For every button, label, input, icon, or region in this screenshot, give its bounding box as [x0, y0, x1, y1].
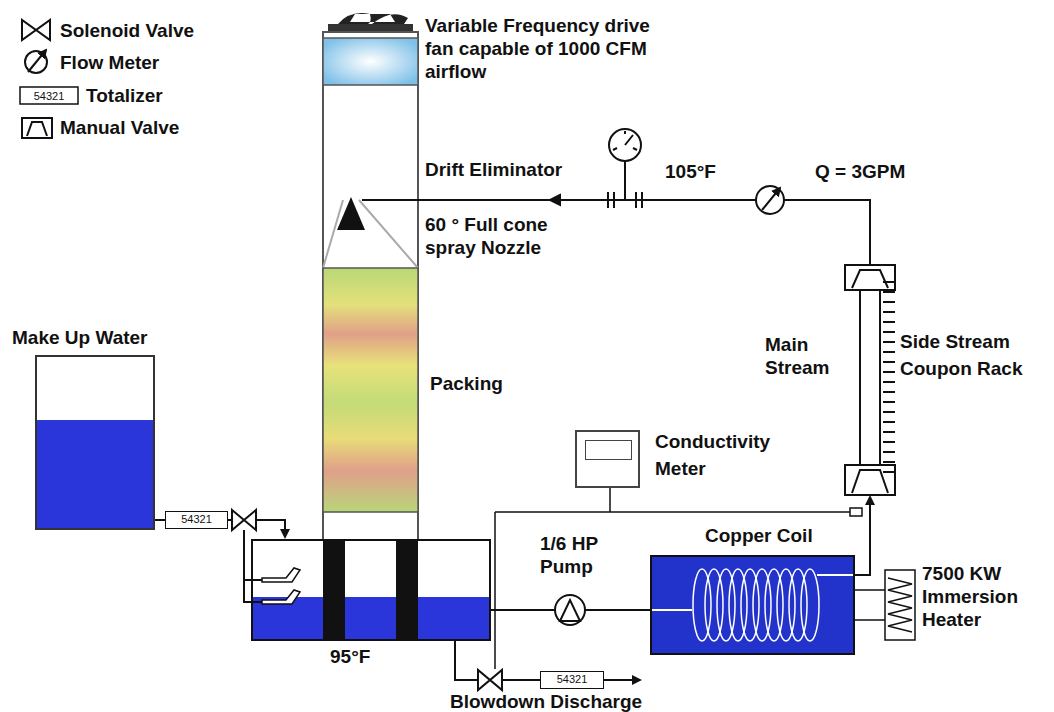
totalizer-digits: 54321 [166, 512, 227, 527]
coil-windings [652, 557, 853, 653]
coupon-tick [883, 301, 895, 303]
label: 105°F [665, 160, 716, 183]
tower-shell [323, 32, 418, 540]
label: Variable Frequency drive fan capable of … [425, 14, 660, 83]
pump-pipe [490, 595, 650, 625]
label: Drift Eliminator [425, 158, 562, 181]
coil-lead [652, 609, 692, 611]
label: 95°F [330, 645, 370, 668]
flowmeter-symbol [25, 50, 47, 73]
coupon-tick [883, 411, 895, 413]
coupon-ticks [883, 282, 895, 472]
control-wire [495, 488, 862, 669]
coupon-tick [883, 351, 895, 353]
label: Coupon Rack [900, 357, 1022, 380]
totalizer-symbol [20, 87, 78, 104]
packing [323, 268, 418, 512]
legend-text: Manual Valve [60, 116, 179, 139]
coupon-tick [883, 391, 895, 393]
solenoid-symbol [22, 20, 50, 40]
coupon-tick [883, 421, 895, 423]
legend-text: Totalizer [86, 84, 163, 107]
label: Blowdown Discharge [450, 690, 642, 712]
totalizer-digits: 54321 [541, 672, 603, 687]
copper-coil-bath: Copper Coil [650, 555, 855, 655]
float-switch [262, 568, 300, 604]
coupon-tick [883, 321, 895, 323]
immersion-heater [855, 570, 915, 640]
coupon-tick [883, 291, 895, 293]
coupon-tick [883, 431, 895, 433]
supply-pipe [362, 129, 870, 265]
coupon-tick [883, 401, 895, 403]
conductivity-meter: Conductivity Meter [575, 430, 640, 488]
coupon-tick [883, 441, 895, 443]
totalizer-digits: 54321 [22, 89, 76, 104]
node-heading: Copper Coil [705, 524, 813, 547]
label: 60 ° Full cone spray Nozzle [425, 213, 575, 259]
tower-leg [396, 540, 418, 640]
node-heading: Conductivity Meter [655, 428, 785, 482]
label: 7500 KW Immersion Heater [922, 562, 1032, 631]
coil-turn [801, 569, 819, 641]
coupon-tick [883, 331, 895, 333]
coupon-tick [883, 451, 895, 453]
coupon-tick [883, 311, 895, 313]
coupon-tick [883, 381, 895, 383]
label: Main Stream [765, 333, 843, 379]
coupon-tick [883, 281, 895, 283]
label: Side Stream [900, 330, 1010, 353]
coupon-tick [883, 461, 895, 463]
tank-water [37, 420, 153, 528]
legend-text: Solenoid Valve [60, 19, 194, 42]
label: Q = 3GPM [815, 160, 905, 183]
node-heading: Make Up Water [12, 326, 148, 349]
label: 1/6 HP Pump [540, 532, 612, 578]
basin [252, 540, 490, 640]
spray-cone [323, 200, 418, 268]
coupon-tick [883, 371, 895, 373]
pipe-connector [155, 519, 165, 521]
spray-nozzle [337, 197, 365, 230]
legend-text: Flow Meter [60, 51, 159, 74]
coupon-tick [883, 341, 895, 343]
coupon-tick [883, 471, 895, 473]
meter-display [585, 440, 632, 460]
makeup-pipe [222, 510, 285, 602]
totalizer: 54321 [165, 511, 228, 529]
tower-leg [323, 540, 345, 640]
blowdown-pipe [455, 640, 640, 690]
drift-eliminator [323, 38, 418, 85]
label: Packing [430, 372, 503, 395]
fan [328, 13, 413, 32]
makeup-tank: Make Up Water [35, 355, 155, 530]
manual-valve-symbol [22, 118, 52, 138]
totalizer: 54321 [540, 671, 604, 689]
coupon-tick [883, 361, 895, 363]
coil-lead [817, 574, 853, 576]
coupon-rack [845, 265, 895, 495]
